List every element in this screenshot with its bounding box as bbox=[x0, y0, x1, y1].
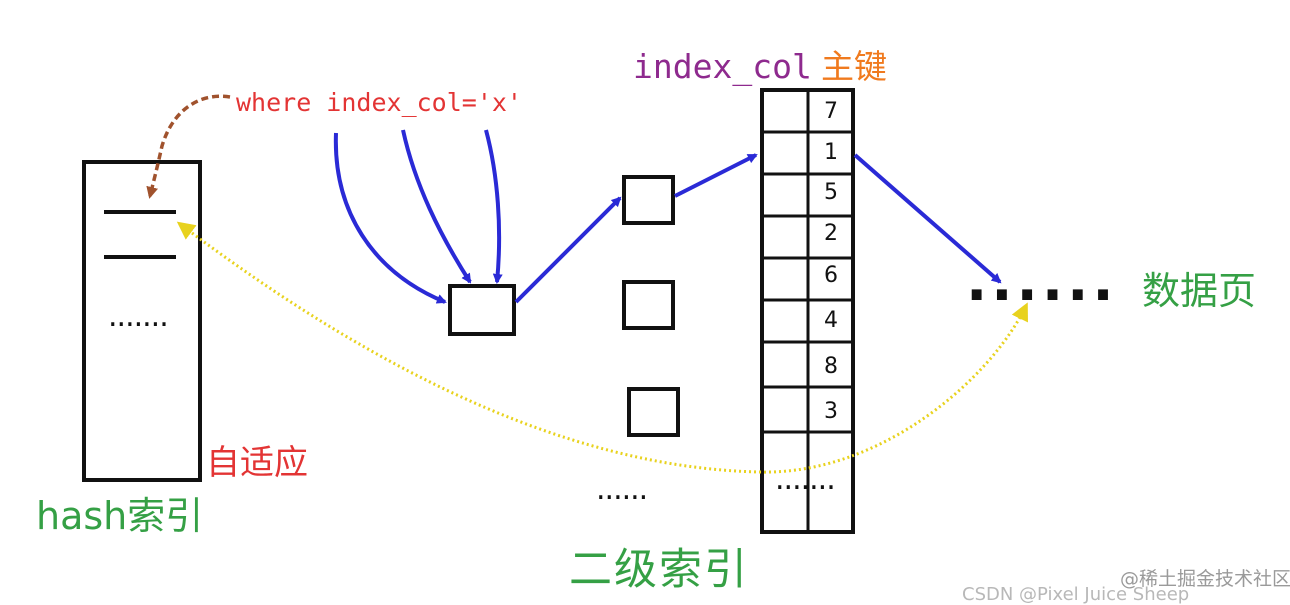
tree-arrow-root-to-upper bbox=[514, 196, 622, 304]
pk-cell: 6 bbox=[824, 263, 838, 288]
index-node-lower bbox=[627, 387, 680, 437]
tree-arrow-upper-to-leaf bbox=[674, 153, 758, 198]
hash-ellipsis: ....... bbox=[108, 299, 169, 334]
adaptive-hash-link bbox=[176, 221, 1028, 474]
secondary-index-label: 二级索引 bbox=[569, 545, 749, 595]
pk-cell: 4 bbox=[824, 308, 838, 333]
query-arrow-1 bbox=[333, 132, 447, 304]
adaptive-label: 自适应 bbox=[206, 443, 308, 483]
pk-cell: 2 bbox=[824, 221, 838, 246]
data-page-label: 数据页 bbox=[1142, 269, 1257, 313]
pk-cell: 8 bbox=[824, 354, 838, 379]
primary-key-header: 主键 bbox=[821, 47, 887, 86]
index-node-root bbox=[448, 284, 516, 336]
index-node-middle bbox=[622, 280, 675, 330]
query-arrow-2 bbox=[401, 129, 472, 284]
pk-cell: 1 bbox=[824, 140, 838, 165]
data-page-ellipsis: ...... bbox=[966, 249, 1118, 314]
where-clause-label: where index_col='x' bbox=[236, 88, 522, 117]
query-arrow-3 bbox=[484, 129, 503, 284]
leaf-ellipsis: ....... bbox=[775, 462, 836, 497]
pk-cell: 7 bbox=[824, 99, 838, 124]
platform-watermark: @稀土掘金技术社区 bbox=[1120, 568, 1290, 590]
hash-index-label: hash索引 bbox=[36, 494, 204, 538]
hash-lookup-arrow bbox=[146, 94, 231, 199]
secondary-ellipsis: ...... bbox=[596, 472, 648, 507]
pk-cell: 3 bbox=[824, 399, 838, 424]
pk-cell: 5 bbox=[824, 180, 838, 205]
index-col-header: index_col bbox=[633, 47, 812, 86]
author-watermark: CSDN @Pixel Juice Sheep bbox=[962, 584, 1190, 605]
index-node-upper bbox=[622, 175, 675, 225]
